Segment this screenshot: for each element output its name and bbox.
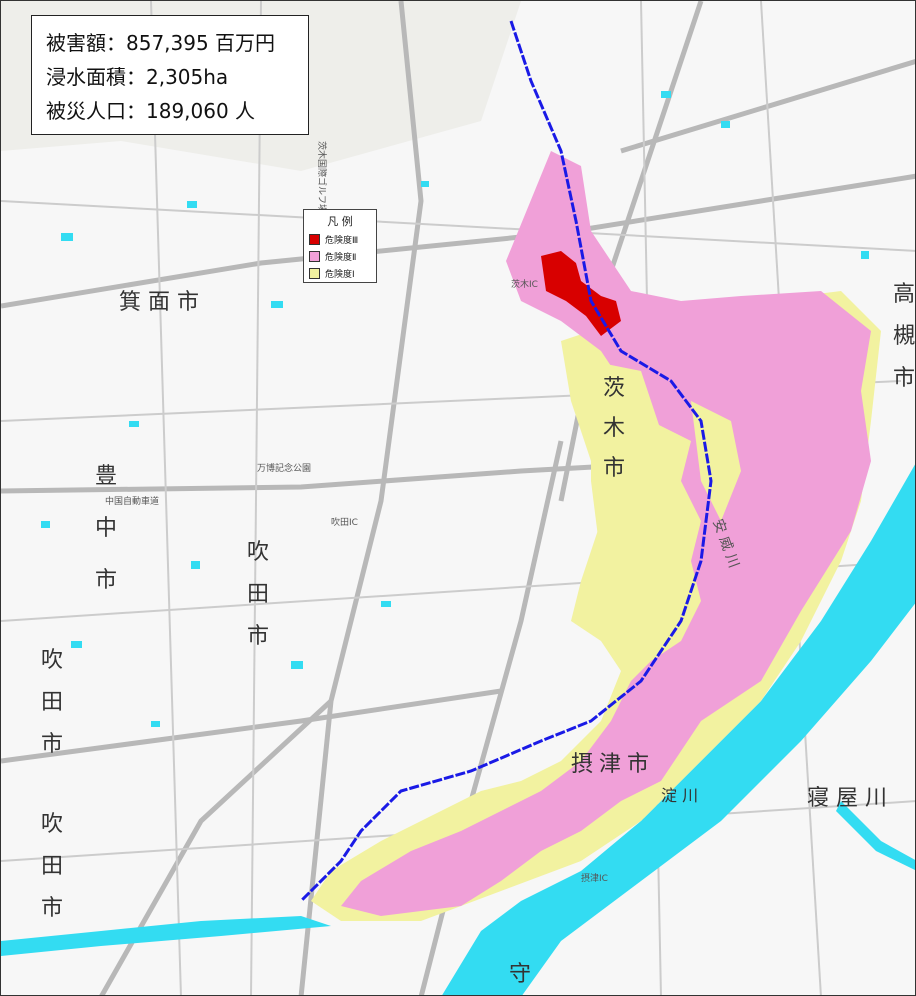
legend-label-level-3: 危険度Ⅲ (325, 236, 359, 246)
city-label-suita-southwest: 吹 田 市 (41, 812, 63, 921)
hazard-zone-level-1-west (591, 361, 661, 561)
place-label-expo-park: 万博記念公園 (257, 462, 311, 474)
svg-text:高: 高 (893, 282, 915, 307)
legend-item-level-3: 危険度Ⅲ (309, 233, 371, 246)
svg-text:津: 津 (599, 752, 621, 777)
svg-text:吹: 吹 (41, 648, 63, 673)
place-label-ibaraki-ic: 茨木IC (511, 278, 538, 290)
flood-area: 浸水面積：2,305ha (46, 65, 229, 89)
city-label-minoh: 箕 面 市 (119, 290, 199, 315)
svg-text:市: 市 (893, 366, 915, 391)
kanzaki-river (1, 916, 331, 956)
city-label-toyonaka: 豊 中 市 (95, 464, 117, 593)
legend-swatch-level-1 (309, 268, 320, 279)
svg-text:吹: 吹 (41, 812, 63, 837)
legend-label-level-2: 危険度Ⅱ (325, 253, 357, 263)
legend-swatch-level-2 (309, 251, 320, 262)
svg-text:田: 田 (41, 854, 63, 879)
svg-text:中: 中 (95, 516, 117, 541)
legend-title: 凡 例 (327, 215, 353, 228)
place-label-suita-ic: 吹田IC (331, 516, 358, 528)
city-label-ibaraki: 茨 木 市 (603, 376, 625, 481)
legend-item-level-1: 危険度Ⅰ (309, 267, 371, 280)
damage-amount: 被害額：857,395 百万円 (46, 31, 276, 55)
city-label-settsu: 摂 津 市 (571, 752, 649, 777)
svg-text:田: 田 (41, 690, 63, 715)
svg-text:市: 市 (95, 568, 117, 593)
svg-text:市: 市 (41, 732, 63, 757)
svg-text:槻: 槻 (893, 324, 915, 349)
place-label-chugoku-expressway: 中国自動車道 (105, 495, 159, 507)
city-label-takatsuki: 高 槻 市 (893, 282, 915, 391)
svg-text:茨: 茨 (603, 376, 625, 401)
svg-text:市: 市 (41, 896, 63, 921)
hazard-zone-level-2 (341, 151, 871, 916)
svg-text:豊: 豊 (95, 464, 117, 489)
place-label-golf: 茨木国際ゴルフ場 (316, 141, 328, 213)
legend: 凡 例 危険度Ⅲ 危険度Ⅱ 危険度Ⅰ (303, 209, 377, 283)
svg-text:吹: 吹 (247, 540, 269, 565)
legend-item-level-2: 危険度Ⅱ (309, 250, 371, 263)
svg-text:市: 市 (603, 456, 625, 481)
place-label-settsu-ic: 摂津IC (581, 872, 608, 884)
yodo-river (442, 464, 915, 995)
svg-text:市: 市 (627, 752, 649, 777)
svg-text:市: 市 (247, 624, 269, 649)
place-label-yodogawa: 淀 川 (661, 786, 698, 805)
legend-swatch-level-3 (309, 234, 320, 245)
svg-text:木: 木 (603, 416, 625, 441)
city-label-suita: 吹 田 市 (247, 540, 269, 649)
svg-text:摂: 摂 (571, 752, 593, 777)
affected-population: 被災人口：189,060 人 (46, 99, 256, 123)
city-label-suita-west: 吹 田 市 (41, 648, 63, 757)
neya-river (836, 801, 915, 871)
svg-text:田: 田 (247, 582, 269, 607)
hazard-zone-level-3 (541, 251, 621, 336)
city-label-moriguchi: 守 (509, 962, 531, 987)
ankagawa-embankment (299, 20, 713, 903)
city-label-neyagawa: 寝 屋 川 (807, 786, 887, 811)
legend-label-level-1: 危険度Ⅰ (325, 270, 355, 280)
summary-box: 被害額：857,395 百万円 浸水面積：2,305ha 被災人口：189,06… (31, 15, 309, 135)
